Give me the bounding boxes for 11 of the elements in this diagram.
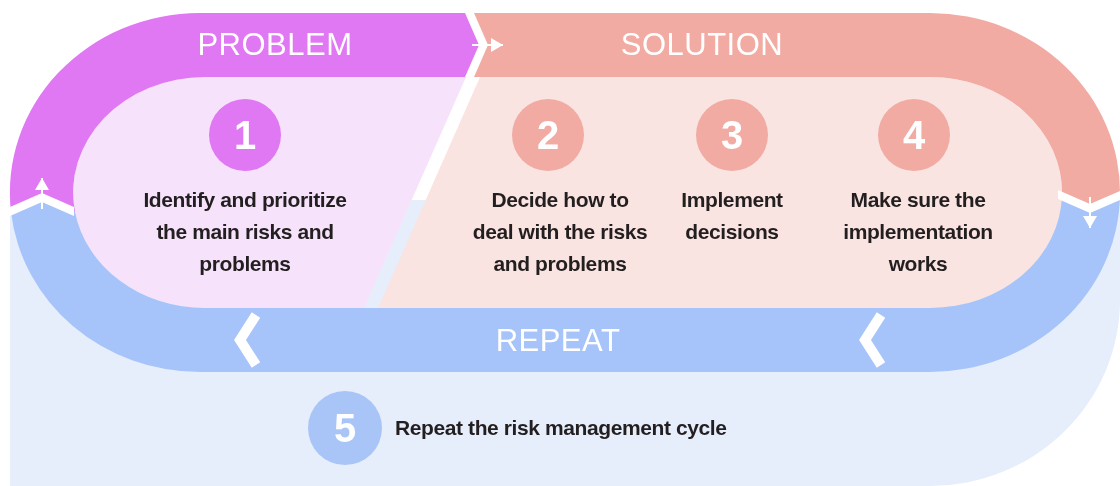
step-text: Decide how to deal with the risks and problems xyxy=(471,187,649,277)
chevron-arrow xyxy=(1058,190,1120,229)
chevron-arrow xyxy=(10,177,74,216)
chevron-arrow xyxy=(465,13,504,77)
band-label: PROBLEM xyxy=(197,27,353,63)
step-text: Implement decisions xyxy=(680,187,784,245)
band-label: SOLUTION xyxy=(620,27,784,63)
band-label: REPEAT xyxy=(495,323,621,359)
step-text: Make sure the implementation works xyxy=(842,187,994,277)
step-text: Repeat the risk management cycle xyxy=(395,415,727,441)
step-text: Identify and prioritize the main risks and problems xyxy=(142,187,348,277)
